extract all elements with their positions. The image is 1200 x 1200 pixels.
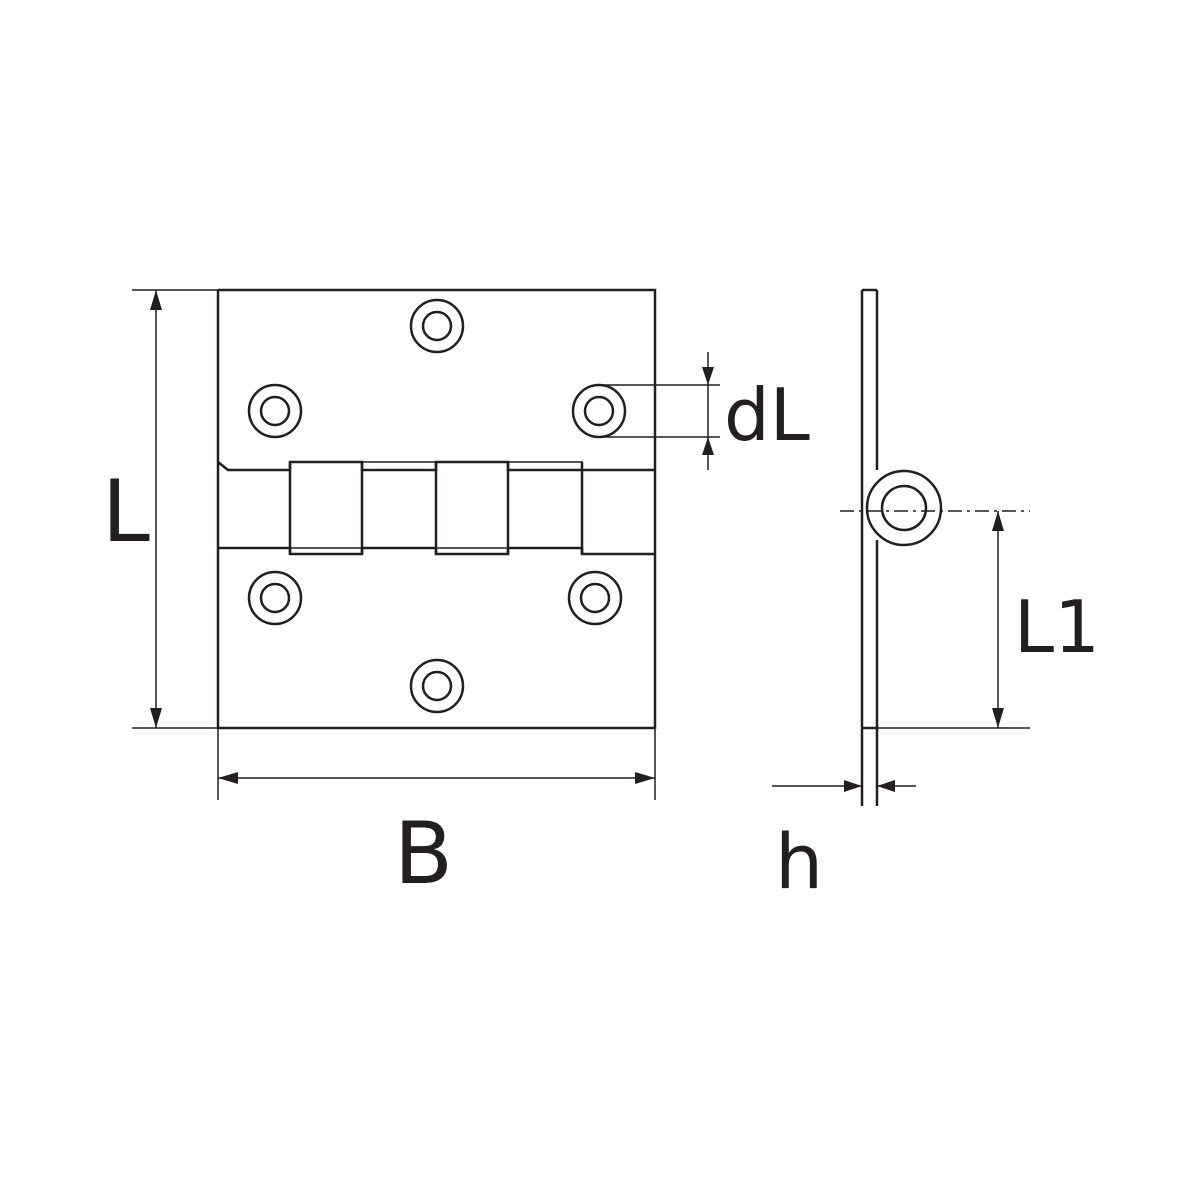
bottom-leaf-outline <box>216 548 657 730</box>
hinge-pin <box>880 484 928 532</box>
arrowhead <box>635 772 655 784</box>
screw-hole <box>409 298 465 354</box>
dimension-pin-offset: L1 <box>877 511 1100 729</box>
dimension-label-hole-diameter: dL <box>724 373 810 457</box>
arrowhead <box>992 708 1004 728</box>
dimension-label-thickness: h <box>775 817 823 906</box>
arrowhead <box>218 772 238 784</box>
knuckle-cap <box>361 461 437 471</box>
screw-hole <box>247 570 303 626</box>
hinge-front-view <box>216 288 657 730</box>
top-leaf-outline <box>216 288 657 470</box>
dimension-label-length: L <box>102 462 150 562</box>
arrowhead <box>150 708 162 728</box>
dimension-length: L <box>102 289 218 729</box>
arrowhead <box>702 437 714 455</box>
arrowhead <box>992 511 1004 531</box>
arrowhead <box>150 290 162 310</box>
knuckle-cap <box>289 547 363 555</box>
arrowhead <box>702 367 714 385</box>
dimension-label-width: B <box>394 804 453 904</box>
arrowhead <box>844 780 862 792</box>
screw-hole <box>247 383 303 439</box>
knuckle-cap <box>507 461 583 471</box>
dimension-label-pin-offset: L1 <box>1014 585 1100 669</box>
dimension-width: B <box>217 728 656 904</box>
arrowhead <box>877 780 895 792</box>
knuckle-cap <box>435 547 509 555</box>
dimension-hole-diameter: dL <box>599 352 810 470</box>
screw-hole <box>567 570 623 626</box>
hinge-side-view <box>840 288 1030 806</box>
screw-hole <box>409 658 465 714</box>
dimension-thickness: h <box>772 780 916 906</box>
screw-hole <box>571 383 627 439</box>
